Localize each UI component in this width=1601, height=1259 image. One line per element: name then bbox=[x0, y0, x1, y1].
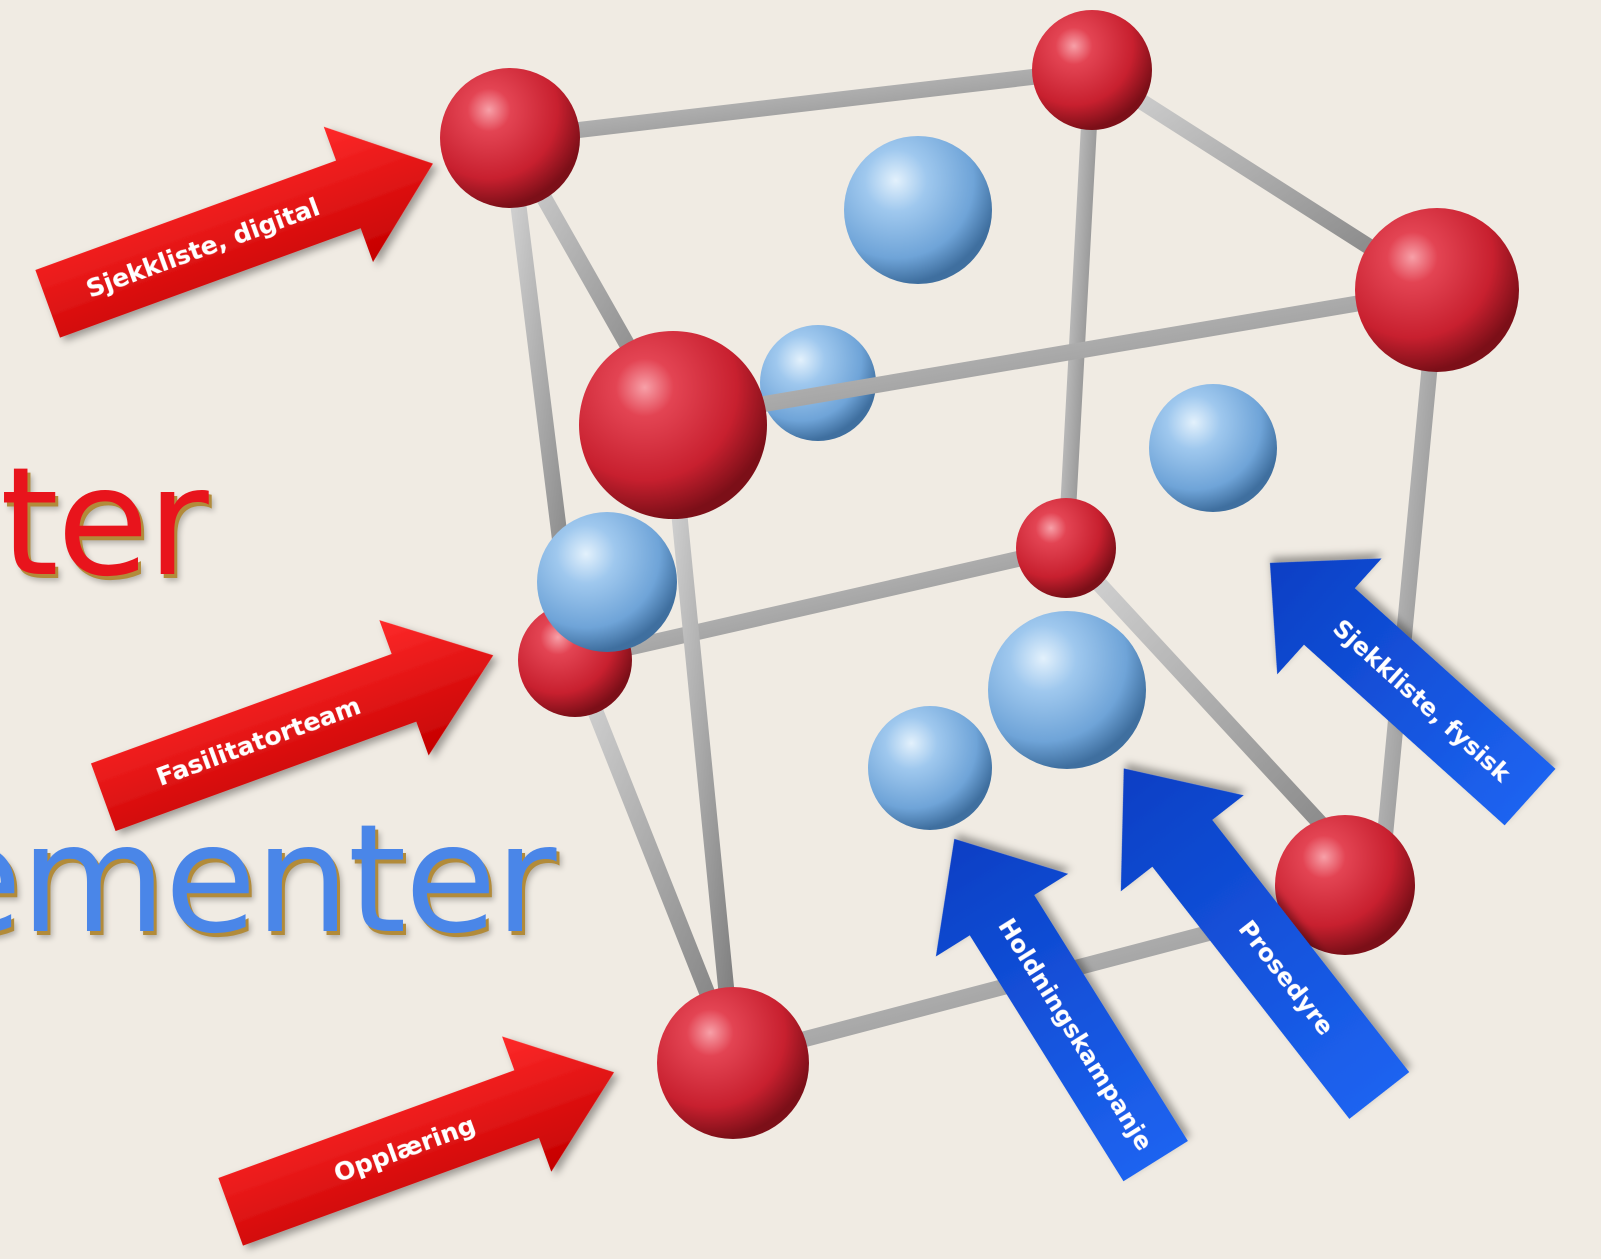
blue-atom bbox=[1149, 384, 1277, 512]
blue-atom bbox=[537, 512, 677, 652]
red-atom bbox=[657, 987, 809, 1139]
blue-atom bbox=[868, 706, 992, 830]
blue-atom bbox=[844, 136, 992, 284]
red-atom bbox=[1016, 498, 1116, 598]
blue-atom bbox=[988, 611, 1146, 769]
arrow-fasilitatorteam: Fasilitatorteam bbox=[90, 620, 494, 832]
rod bbox=[662, 412, 741, 1066]
rod bbox=[1372, 282, 1445, 896]
word-blue: ementer bbox=[0, 793, 557, 967]
blue-atom bbox=[760, 325, 876, 441]
arrow-sjekkliste-digital: Sjekkliste, digital bbox=[35, 126, 433, 338]
rod bbox=[502, 62, 1100, 146]
red-atom bbox=[579, 331, 767, 519]
rod bbox=[1058, 62, 1100, 556]
red-atom bbox=[1275, 815, 1415, 955]
red-atom bbox=[1032, 10, 1152, 130]
red-atom bbox=[440, 68, 580, 208]
rod bbox=[662, 282, 1445, 428]
arrow-opplaering: Opplæring bbox=[218, 1036, 615, 1246]
word-red: ter bbox=[0, 436, 209, 610]
red-atom bbox=[1355, 208, 1519, 372]
rod bbox=[567, 540, 1074, 668]
rod bbox=[567, 652, 741, 1066]
arrow-sjekkliste-fysisk: Sjekkliste, fysisk bbox=[1269, 558, 1556, 826]
arrow-label: Sjekkliste, fysisk bbox=[1327, 614, 1516, 788]
